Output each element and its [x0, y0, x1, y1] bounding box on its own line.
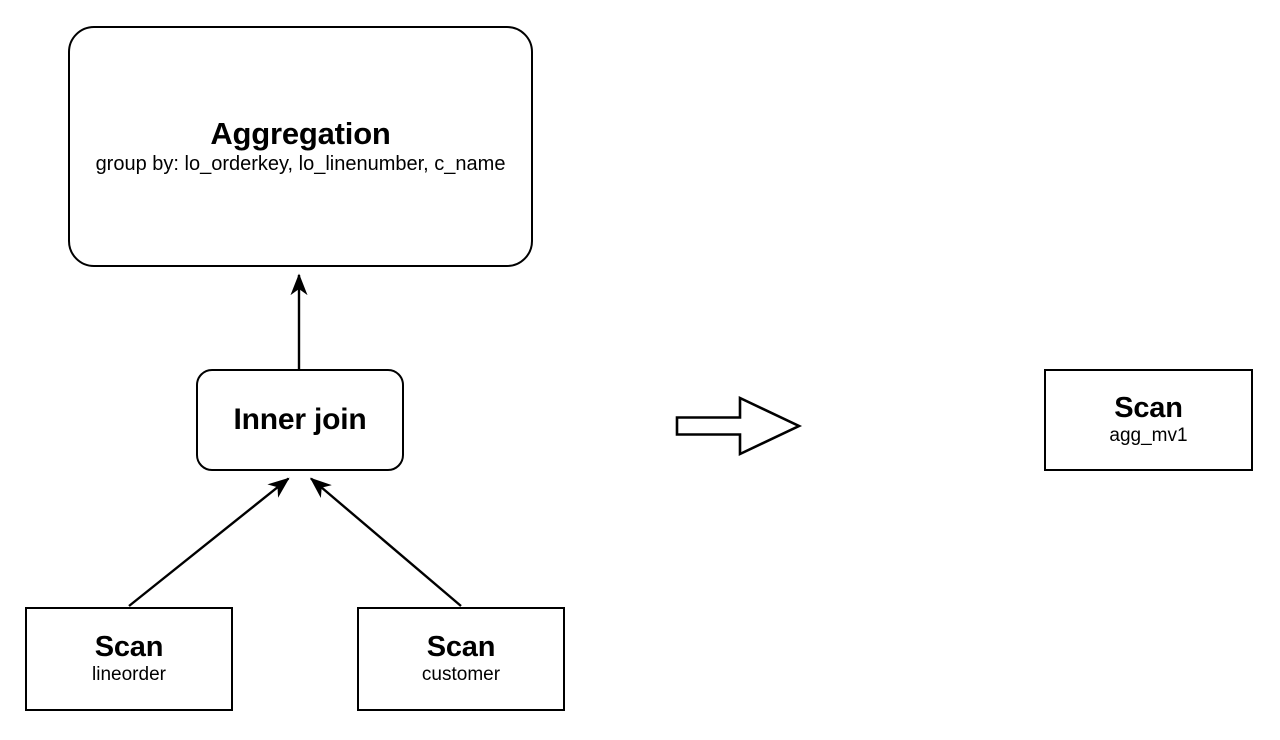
- node-scan-customer-subtitle: customer: [421, 664, 501, 686]
- node-scan-agg-mv1[interactable]: Scan agg_mv1: [1044, 369, 1253, 471]
- node-scan-agg-mv1-subtitle: agg_mv1: [1109, 425, 1188, 447]
- node-scan-lineorder[interactable]: Scan lineorder: [25, 607, 233, 711]
- node-scan-customer[interactable]: Scan customer: [357, 607, 565, 711]
- node-aggregation-subtitle: group by: lo_orderkey, lo_linenumber, c_…: [95, 152, 506, 175]
- block-arrow-right-icon: [675, 395, 803, 457]
- edge-customer-to-innerjoin: [309, 477, 462, 607]
- node-inner-join[interactable]: Inner join: [196, 369, 404, 471]
- node-aggregation-title: Aggregation: [210, 116, 391, 152]
- node-scan-lineorder-subtitle: lineorder: [92, 664, 166, 686]
- node-scan-lineorder-title: Scan: [94, 630, 164, 663]
- node-aggregation[interactable]: Aggregation group by: lo_orderkey, lo_li…: [68, 26, 533, 267]
- node-scan-agg-mv1-title: Scan: [1114, 391, 1183, 424]
- node-inner-join-title: Inner join: [233, 402, 367, 436]
- node-scan-customer-title: Scan: [426, 630, 496, 663]
- edge-lineorder-to-innerjoin: [128, 477, 290, 607]
